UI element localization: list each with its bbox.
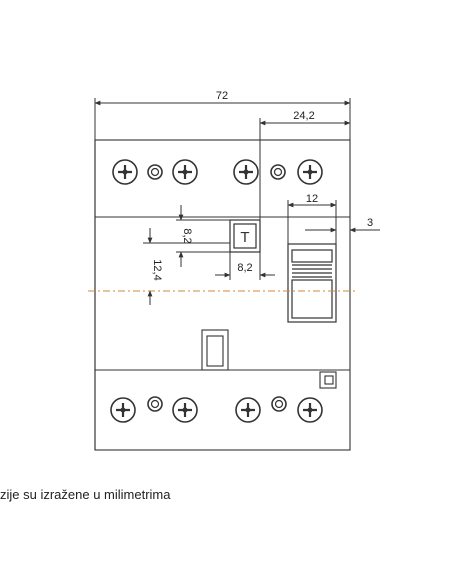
test-button: T <box>229 219 261 253</box>
bolt-icon <box>271 396 287 412</box>
dim-test-width-label: 8,2 <box>237 262 252 274</box>
toggle-handle <box>287 243 337 323</box>
terminal-screw-icon <box>235 397 261 423</box>
terminal-screw-icon <box>172 159 198 185</box>
dim-overall-width-label: 72 <box>216 90 228 102</box>
bolt-icon <box>147 396 163 412</box>
bolt-icon <box>147 164 163 180</box>
terminal-screw-icon <box>297 159 323 185</box>
bottom-latch <box>201 329 337 389</box>
test-button-label: T <box>240 229 249 246</box>
terminal-screw-icon <box>110 397 136 423</box>
units-caption: zije su izražene u milimetrima <box>0 487 171 502</box>
dim-right-offset-label: 24,2 <box>293 110 314 122</box>
terminal-screw-icon <box>233 159 259 185</box>
dim-test-offset <box>143 228 230 305</box>
breaker-body <box>94 139 351 451</box>
terminal-screw-icon <box>297 397 323 423</box>
dim-overall-width <box>94 98 351 140</box>
dim-handle-gap-label: 3 <box>367 217 373 229</box>
dim-test-height-label: 8,2 <box>181 228 193 243</box>
terminal-screw-icon <box>172 397 198 423</box>
top-terminals <box>112 159 323 185</box>
dim-right-offset <box>259 118 351 230</box>
dim-handle-width <box>287 200 337 244</box>
bolt-icon <box>270 164 286 180</box>
dim-handle-width-label: 12 <box>306 193 318 205</box>
dim-test-offset-label: 12,4 <box>151 259 163 280</box>
dim-test-height <box>176 205 232 267</box>
dim-test-width <box>215 252 275 280</box>
terminal-screw-icon <box>112 159 138 185</box>
bottom-terminals <box>110 396 323 423</box>
